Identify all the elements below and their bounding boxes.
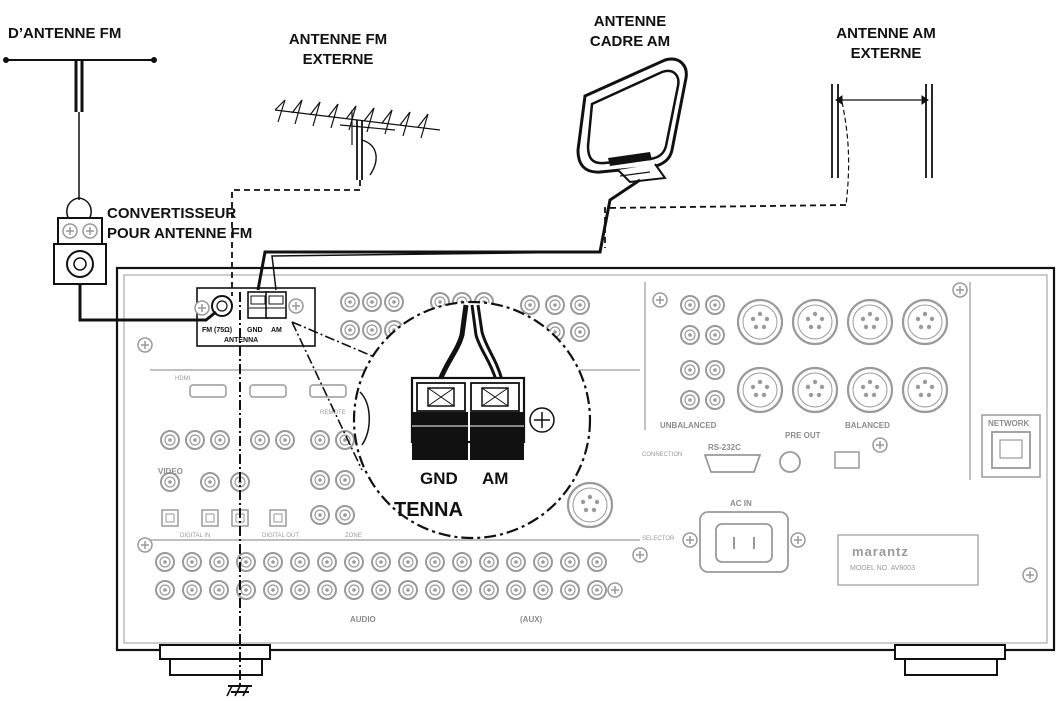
receiver-rear-panel: VIDEO DIGITAL IN DIGITAL OUT AUDIO (AUX)… — [115, 266, 1056, 676]
panel-video-label: VIDEO — [158, 467, 183, 476]
panel-brand-label: marantz — [852, 544, 909, 559]
panel-ac-in-label: AC IN — [730, 499, 752, 508]
external-am-label-line1: ANTENNE AM — [836, 25, 935, 42]
network-port — [981, 414, 1041, 478]
panel-digital-in-label: DIGITAL IN — [180, 533, 210, 539]
panel-gnd-label: GND — [247, 327, 263, 334]
panel-balanced-label: BALANCED — [845, 421, 890, 430]
fm-indoor-antenna — [3, 57, 157, 200]
external-fm-label-line2: EXTERNE — [303, 51, 374, 68]
panel-connection-label: CONNECTION — [642, 452, 682, 458]
fm-antenna-converter — [53, 197, 107, 285]
panel-zone-label: ZONE — [345, 533, 362, 539]
am-loop-label-line2: CADRE AM — [590, 33, 670, 50]
labels: D’ANTENNE FM ANTENNE FM EXTERNE ANTENNE … — [8, 13, 936, 242]
panel-digital-out-label: DIGITAL OUT — [262, 533, 299, 539]
antenna-terminal-block: FM (75Ω) GND AM ANTENNA — [194, 287, 316, 347]
external-am-label-line2: EXTERNE — [851, 45, 922, 62]
converter-label-line1: CONVERTISSEUR — [107, 205, 236, 222]
fm-antenna-label: D’ANTENNE FM — [8, 25, 121, 42]
cables — [78, 178, 847, 697]
ac-inlet — [682, 511, 806, 573]
panel-model-label: MODEL NO. AV8003 — [850, 565, 915, 572]
panel-unbalanced-label: UNBALANCED — [660, 421, 717, 430]
panel-network-label: NETWORK — [988, 419, 1030, 428]
am-loop-antenna — [576, 57, 688, 184]
zoom-magnifier: GND AM TENNA — [352, 300, 592, 540]
converter-label-line2: POUR ANTENNE FM — [107, 225, 252, 242]
external-fm-label-line1: ANTENNE FM — [289, 31, 387, 48]
zoom-gnd-label: GND — [420, 469, 458, 488]
panel-aux-label: (AUX) — [520, 615, 543, 624]
panel-remote-label: REMOTE — [320, 410, 346, 416]
panel-selector-label: SELECTOR — [642, 536, 675, 542]
panel-pre-out-label: PRE OUT — [785, 431, 821, 440]
panel-am-label: AM — [271, 327, 282, 334]
panel-audio-label: AUDIO — [350, 615, 376, 624]
panel-antenna-label: ANTENNA — [224, 337, 258, 344]
hdmi-ports — [189, 384, 347, 398]
zoom-callout-lines — [291, 321, 373, 471]
panel-fm-terminal-label: FM (75Ω) — [202, 327, 232, 334]
zoom-am-label: AM — [482, 469, 508, 488]
panel-rs232c-label: RS-232C — [708, 443, 741, 452]
external-fm-antenna — [274, 99, 441, 180]
external-am-antenna — [831, 84, 933, 206]
panel-hdmi-label: HDMI — [175, 376, 191, 382]
zoom-antenna-label: TENNA — [394, 499, 463, 521]
rs232c-port — [703, 454, 762, 473]
am-loop-label-line1: ANTENNE — [594, 13, 667, 30]
